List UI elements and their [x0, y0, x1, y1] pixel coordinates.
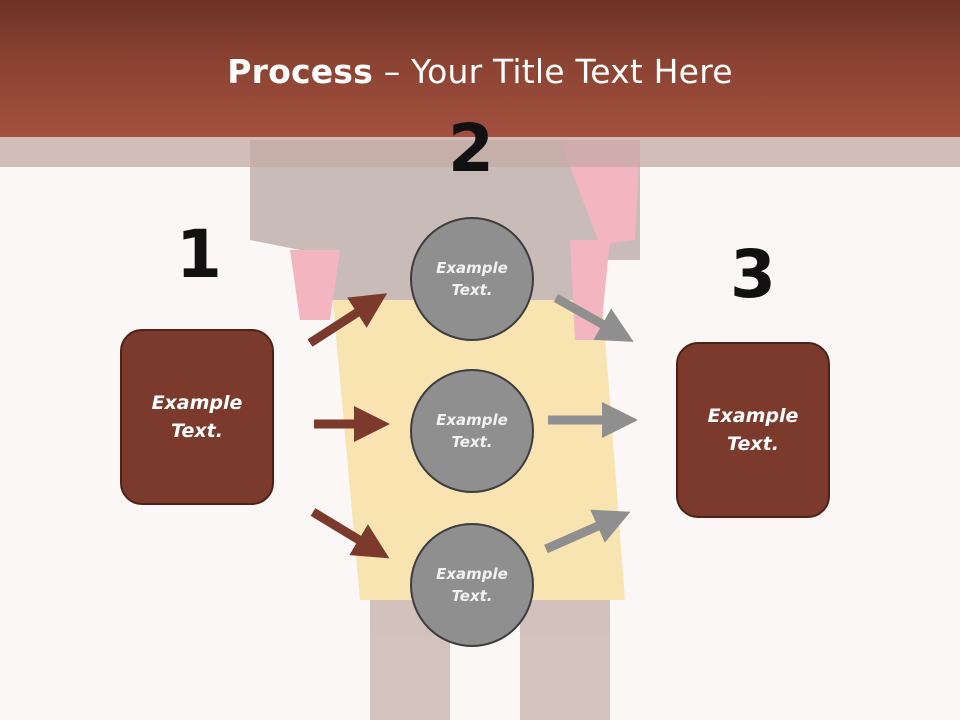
circle-top-label: Example Text.	[436, 258, 508, 300]
step-1-label: Example Text.	[151, 391, 243, 443]
step-2-circle-top: Example Text.	[410, 217, 534, 341]
header-bar	[0, 0, 960, 137]
step-number-1: 1	[176, 216, 222, 293]
slide-title: Process – Your Title Text Here	[0, 52, 960, 91]
title-bold: Process	[227, 52, 373, 91]
step-number-2: 2	[448, 110, 494, 187]
step-2-circle-bottom: Example Text.	[410, 523, 534, 647]
header-band	[0, 137, 960, 167]
title-rest: Your Title Text Here	[411, 52, 733, 91]
circle-bottom-label: Example Text.	[436, 564, 508, 606]
step-3-box: Example Text.	[676, 342, 830, 518]
step-3-label: Example Text.	[707, 404, 799, 456]
circle-middle-label: Example Text.	[436, 410, 508, 452]
step-2-circle-middle: Example Text.	[410, 369, 534, 493]
step-1-box: Example Text.	[120, 329, 274, 505]
step-number-3: 3	[730, 236, 776, 313]
title-separator: –	[373, 52, 412, 91]
